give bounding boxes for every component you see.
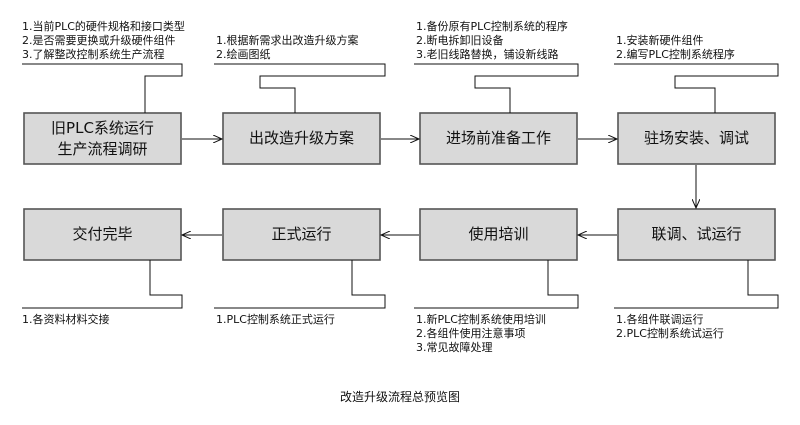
note-line: 3.了解整改控制系统生产流程 — [22, 48, 165, 61]
note-line: 1.PLC控制系统正式运行 — [216, 313, 335, 326]
note-line: 3.常见故障处理 — [416, 341, 493, 354]
note-line: 1.各资料材料交接 — [22, 313, 110, 326]
step-4-label: 驻场安装、调试 — [643, 129, 749, 147]
note-line: 2.各组件使用注意事项 — [416, 327, 526, 340]
step-8-notes: 1.各资料材料交接 — [22, 313, 110, 327]
step-2-box — [222, 112, 381, 165]
note-line: 2.编写PLC控制系统程序 — [616, 48, 735, 61]
note-2-connector — [214, 63, 386, 113]
note-3-connector — [414, 63, 579, 113]
note-line: 1.各组件联调运行 — [616, 313, 704, 326]
step-6-notes: 1.新PLC控制系统使用培训 2.各组件使用注意事项 3.常见故障处理 — [416, 313, 546, 355]
note-line: 1.安装新硬件组件 — [616, 34, 704, 47]
step-4-notes: 1.安装新硬件组件 2.编写PLC控制系统程序 — [616, 34, 735, 62]
step-6-label: 使用培训 — [468, 225, 529, 243]
note-line: 2.PLC控制系统试运行 — [616, 327, 724, 340]
note-8-connector — [22, 260, 183, 309]
note-4-connector — [614, 63, 779, 113]
note-line: 3.老旧线路替换，铺设新线路 — [416, 48, 559, 61]
step-7-box — [222, 208, 381, 261]
note-line: 2.是否需要更换或升级硬件组件 — [22, 34, 176, 47]
note-1-connector — [22, 63, 183, 113]
step-5-notes: 1.各组件联调运行 2.PLC控制系统试运行 — [616, 313, 724, 341]
step-7-notes: 1.PLC控制系统正式运行 — [216, 313, 335, 327]
step-2-notes: 1.根据新需求出改造升级方案 2.绘画图纸 — [216, 34, 359, 62]
step-1-notes: 1.当前PLC的硬件规格和接口类型 2.是否需要更换或升级硬件组件 3.了解整改… — [22, 20, 185, 62]
note-6-connector — [414, 260, 579, 309]
note-line: 1.备份原有PLC控制系统的程序 — [416, 20, 568, 33]
step-2-label: 出改造升级方案 — [248, 129, 354, 147]
step-5-box — [617, 208, 776, 261]
step-8-label: 交付完毕 — [72, 225, 133, 243]
step-3-label: 进场前准备工作 — [445, 129, 551, 147]
note-7-connector — [214, 260, 386, 309]
step-1-label: 旧PLC系统运行生产流程调研 — [51, 118, 154, 158]
note-line: 2.绘画图纸 — [216, 48, 271, 61]
step-4-box — [617, 112, 776, 165]
note-line: 1.当前PLC的硬件规格和接口类型 — [22, 20, 185, 33]
step-3-notes: 1.备份原有PLC控制系统的程序 2.断电拆卸旧设备 3.老旧线路替换，铺设新线… — [416, 20, 568, 62]
step-7-label: 正式运行 — [271, 225, 332, 243]
note-line: 2.断电拆卸旧设备 — [416, 34, 504, 47]
step-8-box — [23, 208, 182, 261]
note-line: 1.根据新需求出改造升级方案 — [216, 34, 359, 47]
note-line: 1.新PLC控制系统使用培训 — [416, 313, 546, 326]
note-5-connector — [614, 260, 779, 309]
step-6-box — [419, 208, 578, 261]
step-1-box — [23, 112, 182, 165]
step-3-box — [419, 112, 578, 165]
diagram-caption: 改造升级流程总预览图 — [339, 390, 460, 404]
step-5-label: 联调、试运行 — [651, 225, 742, 243]
